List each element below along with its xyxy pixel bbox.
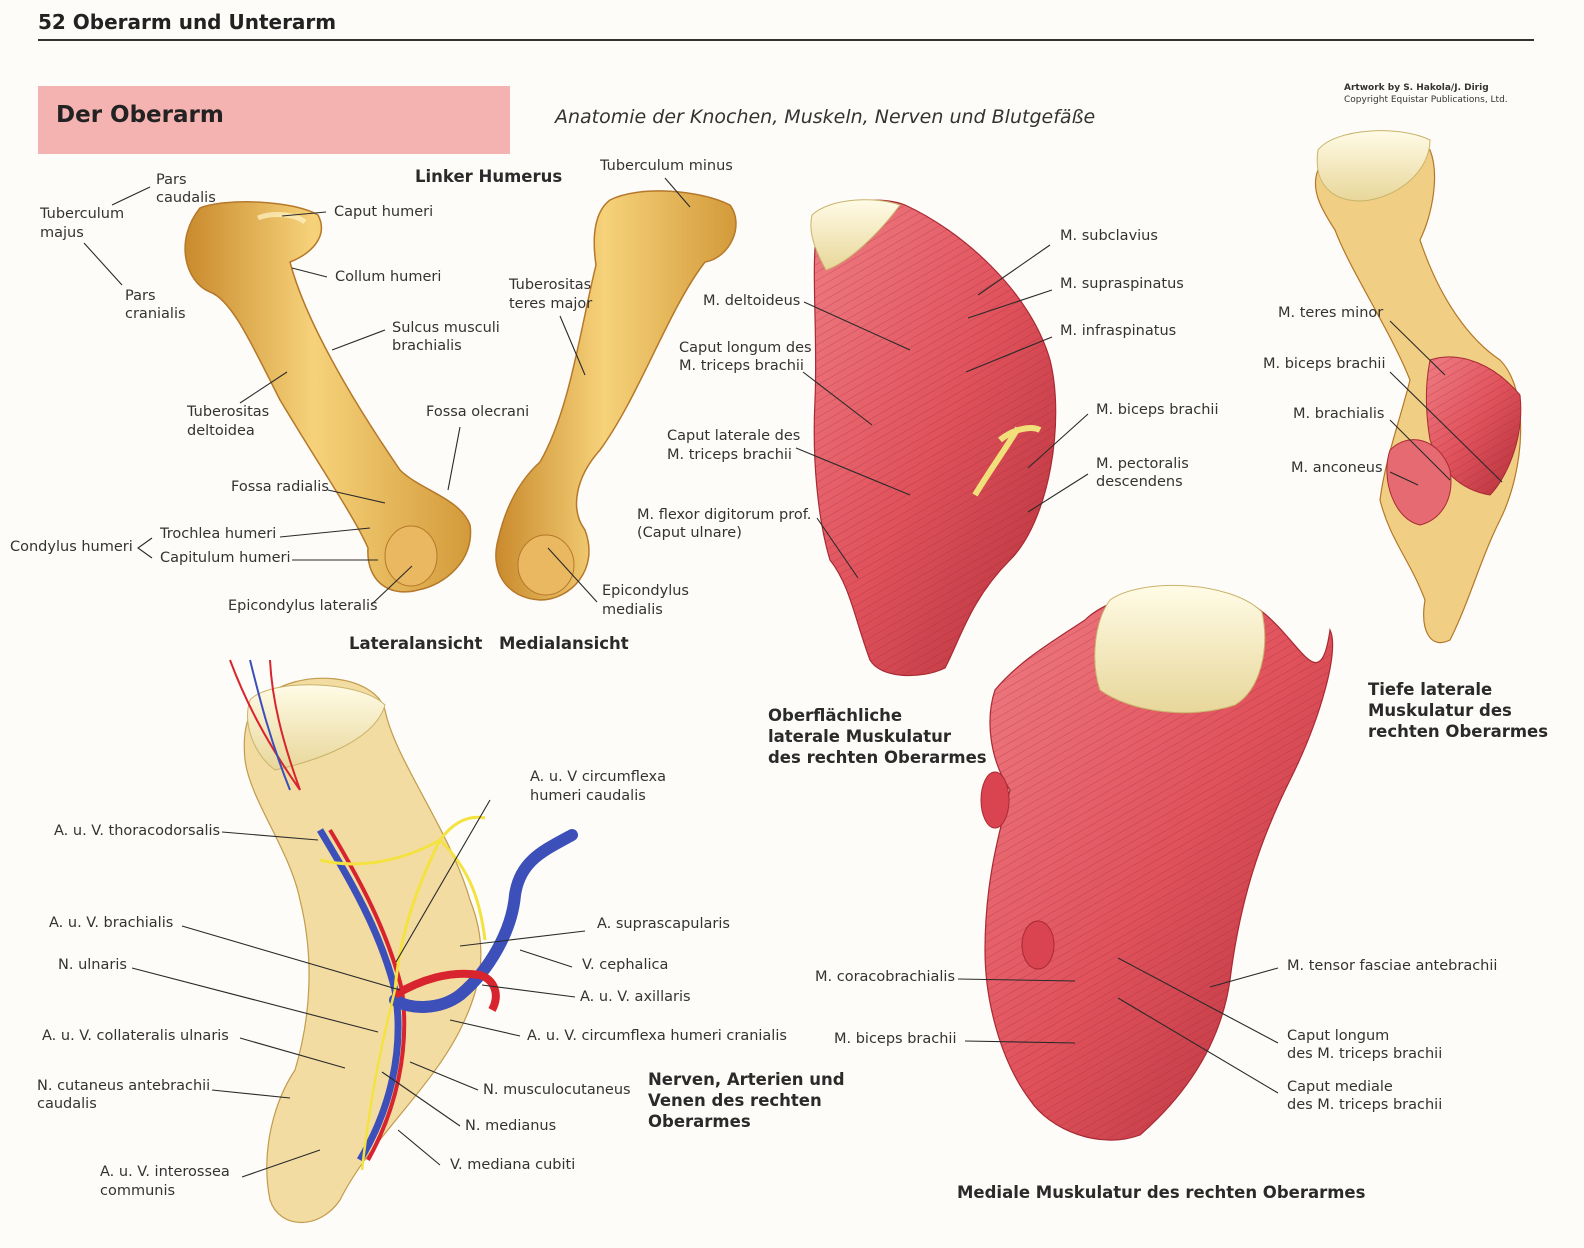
label-m-biceps-superficial: M. biceps brachii: [1096, 402, 1219, 418]
superficial-muscles-drawing: [810, 199, 1057, 677]
label-brachialis-vessel: A. u. V. brachialis: [49, 915, 174, 931]
label-m-biceps-deep: M. biceps brachii: [1263, 356, 1386, 372]
label-n-musculocutaneus: N. musculocutaneus: [483, 1082, 631, 1098]
medial-humerus-drawing: [495, 190, 737, 601]
label-m-supraspinatus: M. supraspinatus: [1060, 276, 1184, 292]
label-pars-cranialis-1: Pars: [125, 288, 156, 304]
label-tuberositas-teres-2: teres major: [509, 296, 593, 312]
label-fossa-olecrani: Fossa olecrani: [426, 404, 530, 420]
caption-nerves-line1: Nerven, Arterien und: [648, 1070, 845, 1089]
label-caput-laterale-1: Caput laterale des: [667, 428, 801, 444]
label-epicondylus-lateralis: Epicondylus lateralis: [228, 598, 378, 614]
label-n-cutaneus-1: N. cutaneus antebrachii: [37, 1078, 211, 1094]
label-m-biceps-medial: M. biceps brachii: [834, 1031, 957, 1047]
label-sulcus-2: brachialis: [392, 338, 462, 354]
label-caput-longum-1: Caput longum des: [679, 340, 812, 356]
caption-deep-line3: rechten Oberarmes: [1368, 722, 1549, 741]
label-caput-mediale-2: des M. triceps brachii: [1287, 1097, 1443, 1113]
caption-superficial-line2: laterale Muskulatur: [768, 727, 951, 746]
label-m-flexor-2: (Caput ulnare): [637, 525, 742, 541]
label-sulcus-1: Sulcus musculi: [392, 320, 500, 336]
section-title-box: [38, 86, 510, 154]
lateral-humerus-drawing: [184, 201, 472, 593]
label-fossa-radialis: Fossa radialis: [231, 479, 329, 495]
label-thoracodorsalis: A. u. V. thoracodorsalis: [54, 823, 221, 839]
label-epicondylus-medialis-1: Epicondylus: [602, 583, 689, 599]
label-m-pectoralis-1: M. pectoralis: [1096, 456, 1189, 472]
label-pars-caudalis-2: caudalis: [156, 190, 216, 206]
label-tuberositas-teres-1: Tuberositas: [509, 277, 592, 293]
label-m-teres-minor: M. teres minor: [1278, 305, 1384, 321]
nerves-vessels-drawing: [229, 659, 578, 1223]
label-tuberositas-deltoidea-2: deltoidea: [187, 423, 255, 439]
label-caput-longum-medial-2: des M. triceps brachii: [1287, 1046, 1443, 1062]
label-caput-mediale-1: Caput mediale: [1287, 1079, 1393, 1095]
label-caput-humeri: Caput humeri: [334, 204, 434, 220]
caption-linker-humerus: Linker Humerus: [415, 167, 563, 186]
label-m-subclavius: M. subclavius: [1060, 228, 1158, 244]
label-m-coracobrachialis: M. coracobrachialis: [815, 969, 956, 985]
label-tuberculum-majus-2: majus: [40, 225, 84, 241]
label-circumflexa-caudalis-2: humeri caudalis: [530, 788, 646, 804]
header-rule: [38, 39, 1534, 41]
label-suprascapularis: A. suprascapularis: [597, 916, 730, 932]
label-condylus-humeri: Condylus humeri: [10, 539, 133, 555]
label-caput-longum-2: M. triceps brachii: [679, 358, 804, 374]
label-tuberculum-minus: Tuberculum minus: [600, 158, 733, 174]
label-epicondylus-medialis-2: medialis: [602, 602, 663, 618]
artwork-credit: Artwork by S. Hakola/J. Dirig: [1344, 83, 1489, 93]
label-caput-laterale-2: M. triceps brachii: [667, 447, 792, 463]
label-tuberositas-deltoidea-1: Tuberositas: [187, 404, 270, 420]
leader-lines: [83, 177, 1503, 1178]
medial-muscles-drawing: [980, 584, 1334, 1141]
caption-lateralansicht: Lateralansicht: [349, 634, 483, 653]
label-trochlea-humeri: Trochlea humeri: [160, 526, 277, 542]
caption-deep-line2: Muskulatur des: [1368, 701, 1512, 720]
copyright-credit: Copyright Equistar Publications, Ltd.: [1344, 95, 1508, 105]
label-n-cutaneus-2: caudalis: [37, 1096, 97, 1112]
label-capitulum-humeri: Capitulum humeri: [160, 550, 291, 566]
label-m-pectoralis-2: descendens: [1096, 474, 1183, 490]
label-m-tensor: M. tensor fasciae antebrachii: [1287, 958, 1498, 974]
caption-deep-line1: Tiefe laterale: [1368, 680, 1493, 699]
label-tuberculum-majus-1: Tuberculum: [40, 206, 125, 222]
label-m-anconeus: M. anconeus: [1291, 460, 1383, 476]
caption-nerves-line2: Venen des rechten: [648, 1091, 822, 1110]
label-interossea-1: A. u. V. interossea: [100, 1164, 230, 1180]
label-circumflexa-cranialis: A. u. V. circumflexa humeri cranialis: [527, 1028, 787, 1044]
caption-medialansicht: Medialansicht: [499, 634, 629, 653]
label-interossea-2: communis: [100, 1183, 176, 1199]
label-axillaris: A. u. V. axillaris: [580, 989, 691, 1005]
section-title: Der Oberarm: [56, 102, 224, 128]
label-collum-humeri: Collum humeri: [335, 269, 442, 285]
label-m-infraspinatus: M. infraspinatus: [1060, 323, 1177, 339]
caption-superficial-line3: des rechten Oberarmes: [768, 748, 987, 767]
label-pars-caudalis-1: Pars: [156, 172, 187, 188]
label-m-flexor-1: M. flexor digitorum prof.: [637, 507, 812, 523]
label-m-brachialis: M. brachialis: [1293, 406, 1385, 422]
label-v-cephalica: V. cephalica: [582, 957, 669, 973]
label-m-deltoideus: M. deltoideus: [703, 293, 801, 309]
section-subtitle: Anatomie der Knochen, Muskeln, Nerven un…: [555, 106, 1096, 128]
label-collateralis-ulnaris: A. u. V. collateralis ulnaris: [42, 1028, 229, 1044]
caption-medial-muscles: Mediale Muskulatur des rechten Oberarmes: [957, 1183, 1366, 1202]
caption-nerves-line3: Oberarmes: [648, 1112, 751, 1131]
label-n-ulnaris: N. ulnaris: [58, 957, 127, 973]
label-n-medianus: N. medianus: [465, 1118, 557, 1134]
label-caput-longum-medial-1: Caput longum: [1287, 1028, 1390, 1044]
deep-muscles-drawing: [1314, 130, 1522, 644]
label-pars-cranialis-2: cranialis: [125, 306, 186, 322]
caption-superficial-line1: Oberflächliche: [768, 706, 903, 725]
label-v-mediana-cubiti: V. mediana cubiti: [450, 1157, 576, 1173]
label-circumflexa-caudalis-1: A. u. V circumflexa: [530, 769, 667, 785]
page-header: 52 Oberarm und Unterarm: [38, 10, 337, 34]
